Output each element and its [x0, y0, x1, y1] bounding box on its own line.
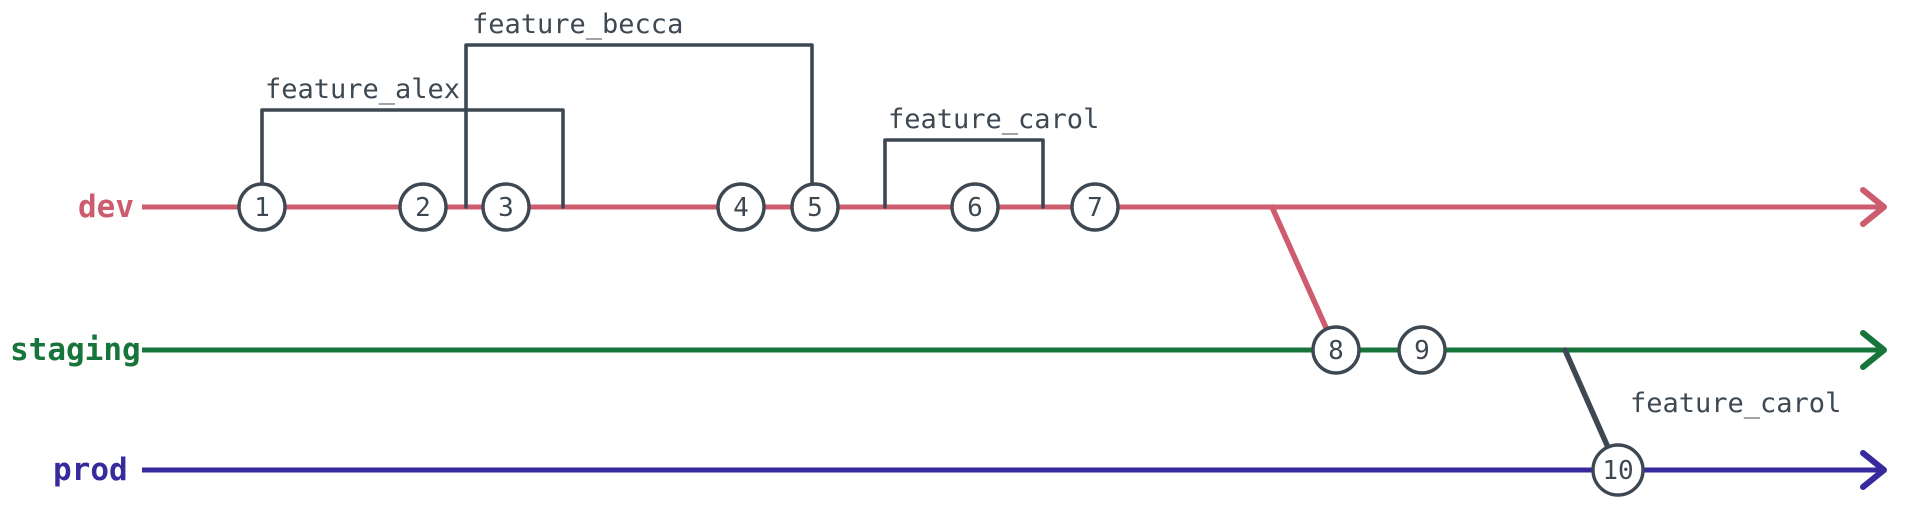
commit-circle-9 [1397, 325, 1447, 375]
commit-number-7: 7 [1087, 193, 1103, 223]
commit-node-4[interactable]: 4 [716, 182, 766, 232]
feature-branch-feature_alex [260, 108, 565, 209]
commit-node-9[interactable]: 9 [1397, 325, 1447, 375]
commit-circle-7 [1070, 182, 1120, 232]
feature-branch-feature_carol_dev [883, 138, 1045, 209]
arrow-head-prod [1860, 450, 1887, 490]
commit-node-2[interactable]: 2 [398, 182, 448, 232]
commit-number-8: 8 [1328, 336, 1344, 366]
commit-number-3: 3 [498, 193, 514, 223]
commit-number-2: 2 [415, 193, 431, 223]
commit-circle-6 [950, 182, 1000, 232]
arrow-heads-group [1860, 187, 1887, 490]
commit-circle-5 [790, 182, 840, 232]
branch-label-prod: prod [53, 452, 128, 488]
commit-node-3[interactable]: 3 [481, 182, 531, 232]
commit-number-4: 4 [733, 193, 749, 223]
commit-number-5: 5 [807, 193, 823, 223]
feature-label-feature_becca: feature_becca [472, 9, 683, 40]
commit-circle-2 [398, 182, 448, 232]
commit-node-10[interactable]: 10 [1591, 443, 1645, 497]
merge-line-dev-to-staging-merge [1269, 204, 1339, 353]
branch-label-dev: dev [78, 189, 134, 225]
commit-circle-4 [716, 182, 766, 232]
commit-node-1[interactable]: 1 [237, 182, 287, 232]
commit-circle-8 [1311, 325, 1361, 375]
feature-branch-feature_becca [464, 43, 814, 209]
merge-labels-group: feature_carol [1630, 388, 1841, 419]
branch-label-staging: staging [10, 332, 141, 368]
commit-number-9: 9 [1414, 336, 1430, 366]
commit-nodes-group: 1 2 3 4 5 6 7 8 9 10 [237, 182, 1645, 497]
feature-labels-group: feature_alex feature_becca feature_carol [265, 9, 1099, 135]
feature-label-feature_carol_dev: feature_carol [888, 104, 1099, 135]
feature-label-feature_alex: feature_alex [265, 74, 460, 105]
commit-node-8[interactable]: 8 [1311, 325, 1361, 375]
commit-node-5[interactable]: 5 [790, 182, 840, 232]
lane-lines-group [142, 204, 1880, 473]
commit-number-10: 10 [1602, 456, 1633, 486]
commit-circle-10 [1591, 443, 1645, 497]
arrow-head-staging [1860, 330, 1887, 370]
commit-circle-1 [237, 182, 287, 232]
merge-label-staging-to-prod-branch: feature_carol [1630, 388, 1841, 419]
commit-node-7[interactable]: 7 [1070, 182, 1120, 232]
arrow-head-dev [1860, 187, 1887, 227]
commit-number-6: 6 [967, 193, 983, 223]
commit-number-1: 1 [254, 193, 270, 223]
commit-circle-3 [481, 182, 531, 232]
lane-labels-group: dev staging prod [10, 189, 141, 488]
feature-paths-group [260, 43, 1045, 209]
commit-node-6[interactable]: 6 [950, 182, 1000, 232]
